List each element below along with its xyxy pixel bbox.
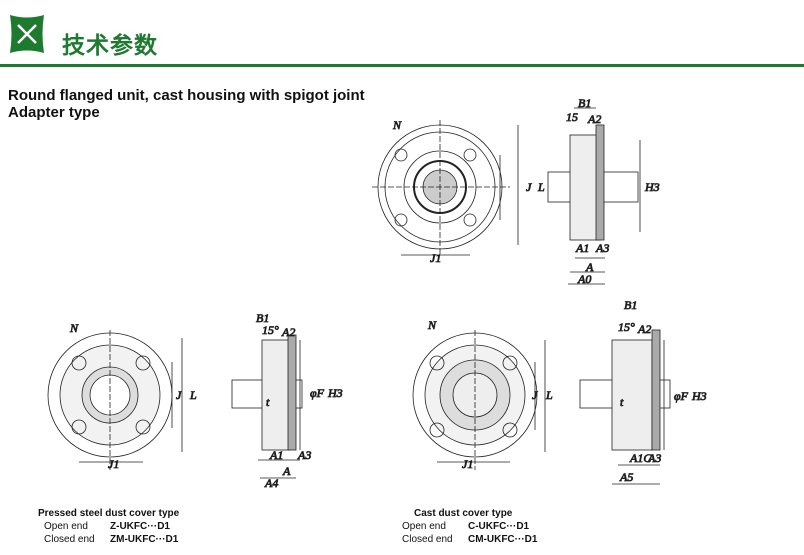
row-label: Open end (402, 521, 446, 532)
svg-text:A3: A3 (297, 448, 311, 462)
model-code: C-UKFC···D1 (468, 521, 530, 532)
svg-text:A0: A0 (577, 272, 591, 286)
svg-text:L: L (189, 388, 197, 402)
section-title: 技术参数 (62, 32, 158, 58)
svg-text:t: t (266, 395, 270, 409)
svg-text:A3: A3 (595, 241, 609, 255)
svg-text:J: J (526, 180, 532, 194)
svg-text:N: N (427, 318, 437, 332)
model-code: CM-UKFC···D1 (468, 534, 538, 545)
svg-text:A1C: A1C (629, 451, 652, 465)
x-badge-icon (10, 15, 44, 53)
svg-text:A4: A4 (264, 476, 278, 490)
svg-text:N: N (69, 321, 79, 335)
svg-text:J1: J1 (108, 457, 119, 471)
model-code: Z-UKFC···D1 (110, 521, 170, 532)
svg-text:15°: 15° (618, 320, 635, 334)
svg-text:J1: J1 (462, 457, 473, 471)
caption-title: Cast dust cover type (414, 508, 513, 519)
caption-pressed-steel: Pressed steel dust cover type Open end Z-… (38, 507, 179, 546)
caption-cast: Cast dust cover type Open end C-UKFC···D1… (396, 507, 537, 546)
svg-text:15°: 15° (262, 323, 279, 337)
svg-text:A2: A2 (637, 322, 651, 336)
svg-text:B1: B1 (624, 298, 637, 312)
svg-text:A1: A1 (575, 241, 589, 255)
svg-text:N: N (392, 118, 402, 132)
svg-text:J1: J1 (430, 251, 441, 265)
svg-text:A1: A1 (269, 448, 283, 462)
svg-text:H3: H3 (691, 389, 707, 403)
svg-text:15: 15 (566, 110, 578, 124)
svg-text:A2: A2 (587, 112, 601, 126)
row-label: Closed end (402, 534, 453, 545)
svg-text:t: t (620, 395, 624, 409)
product-subheading: Adapter type (8, 104, 100, 121)
svg-text:B1: B1 (578, 96, 591, 110)
svg-text:L: L (545, 388, 553, 402)
svg-text:A: A (282, 464, 291, 478)
svg-text:H3: H3 (327, 386, 343, 400)
product-heading: Round flanged unit, cast housing with sp… (8, 87, 365, 104)
divider (0, 64, 804, 67)
svg-text:L: L (537, 180, 545, 194)
row-label: Open end (44, 521, 88, 532)
svg-text:B1: B1 (256, 311, 269, 325)
svg-text:φF: φF (310, 386, 325, 400)
svg-text:φF: φF (674, 389, 689, 403)
model-code: ZM-UKFC···D1 (110, 534, 179, 545)
row-label: Closed end (44, 534, 95, 545)
svg-text:A2: A2 (281, 325, 295, 339)
svg-text:H3: H3 (644, 180, 660, 194)
svg-text:A5: A5 (619, 470, 633, 484)
svg-text:J: J (176, 388, 182, 402)
svg-text:A3: A3 (647, 451, 661, 465)
caption-title: Pressed steel dust cover type (38, 508, 180, 519)
svg-text:J: J (532, 388, 538, 402)
svg-text:A: A (585, 260, 594, 274)
